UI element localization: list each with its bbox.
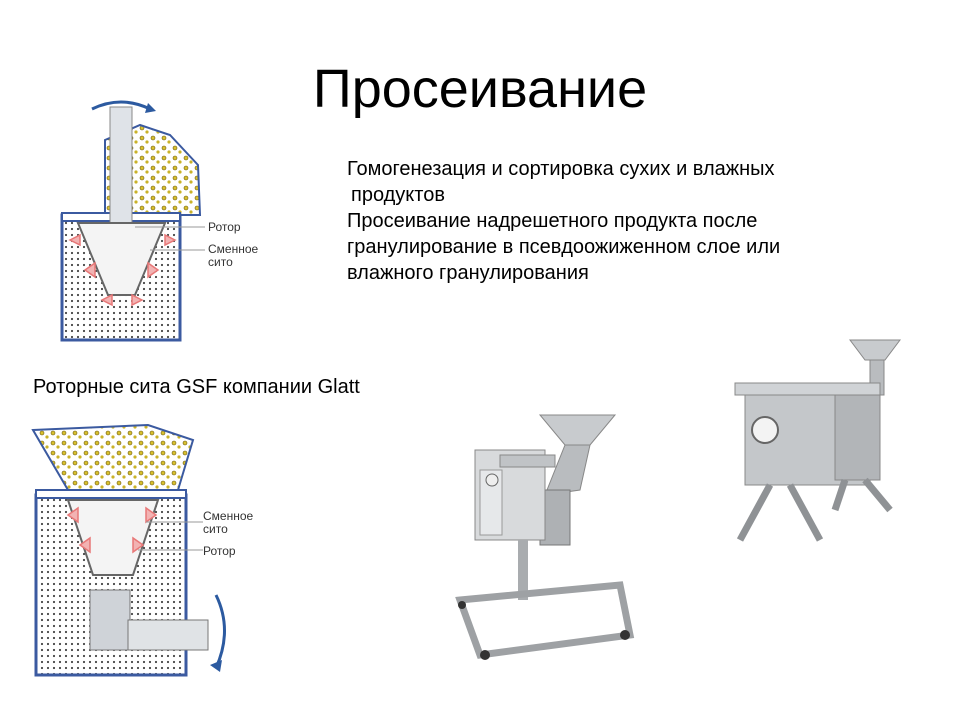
rotation-arrow-icon — [91, 100, 151, 111]
bottom-label-rotor: Ротор — [203, 544, 236, 558]
bottom-sieve-diagram — [31, 423, 226, 677]
sieve-machine-photo-1 — [455, 414, 635, 660]
desc-line-3: Просеивание надрешетного продукта после — [347, 210, 758, 232]
top-sieve-diagram — [60, 100, 205, 342]
desc-line-5: влажного гранулирования — [347, 262, 589, 284]
rotation-arrow-icon-bottom — [214, 594, 226, 669]
desc-line-4: гранулирование в псевдоожиженном слое ил… — [347, 236, 781, 258]
figure-caption: Роторные сита GSF компании Glatt — [33, 376, 360, 398]
slide-title: Просеивание — [312, 59, 648, 119]
top-label-screen: Сменное сито — [208, 242, 259, 269]
desc-line-2: продуктов — [351, 184, 445, 206]
sieve-machine-photo-2 — [734, 339, 901, 542]
top-label-rotor: Ротор — [208, 220, 241, 234]
bottom-label-screen: Сменное сито — [203, 509, 254, 536]
description-text: Гомогенезация и сортировка сухих и влажн… — [347, 156, 907, 286]
desc-line-1: Гомогенезация и сортировка сухих и влажн… — [347, 158, 775, 180]
